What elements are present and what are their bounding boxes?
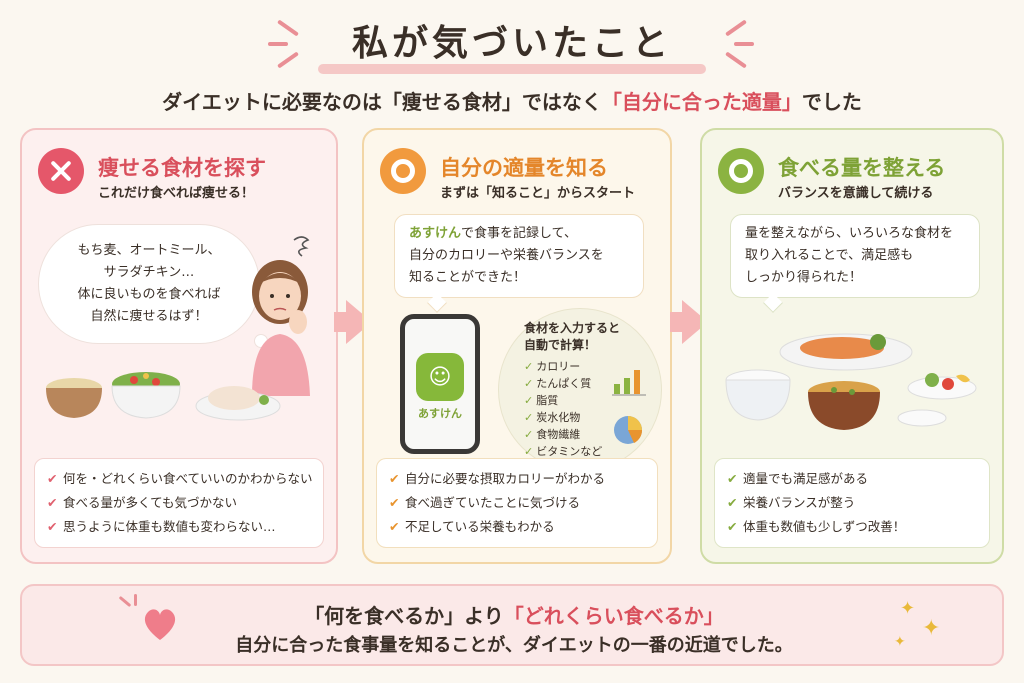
speech-bubble: あすけんで食事を記録して、 自分のカロリーや栄養バランスを 知ることができた！ (394, 214, 644, 298)
app-name: あすけん (418, 407, 462, 420)
list-item: ✔体重も数値も少しずつ改善！ (727, 515, 977, 539)
card-title: 痩せる食材を探す (98, 156, 266, 180)
nutrient-list: ✓カロリー ✓たんぱく質 ✓脂質 ✓炭水化物 ✓食物繊維 ✓ビタミンなど (524, 358, 602, 460)
list-item: ✔適量でも満足感がある (727, 467, 977, 491)
circle-icon (718, 148, 764, 194)
sparkle-icon (268, 42, 288, 46)
list-item: ✔不足している栄養もわかる (389, 515, 645, 539)
thought-line: もち麦、オートミール、 (77, 243, 221, 258)
check-icon: ✔ (389, 495, 400, 510)
subtitle-highlight: 「自分に合った適量」 (601, 90, 802, 114)
problem-checklist: ✔何を・どれくらい食べていいのかわからない ✔食べる量が多くても気づかない ✔思… (34, 458, 324, 548)
thought-line: サラダチキン… (103, 265, 195, 280)
list-item: ✓たんぱく質 (524, 377, 592, 390)
subtitle-suffix: でした (801, 90, 862, 114)
page-title: 私が気づいたこと (351, 23, 672, 64)
check-icon: ✔ (389, 471, 400, 486)
check-icon: ✔ (727, 519, 738, 534)
list-item: ✔栄養バランスが整う (727, 491, 977, 515)
list-item: ✓脂質 (524, 394, 559, 407)
benefit-checklist: ✔自分に必要な摂取カロリーがわかる ✔食べ過ぎていたことに気づける ✔不足してい… (376, 458, 658, 548)
list-item: ✓炭水化物 (524, 411, 581, 424)
card-subtitle: バランスを意識して続ける (778, 186, 934, 201)
check-icon: ✔ (389, 519, 400, 534)
conclusion-banner: 「何を食べるか」より「どれくらい食べるか」 自分に合った食事量を知ることが、ダイ… (20, 584, 1004, 666)
sparkle-icon (134, 594, 137, 606)
check-icon: ✓ (524, 360, 534, 373)
card-wrong-approach: 痩せる食材を探す これだけ食べれば痩せる！ もち麦、オートミール、 サラダチキン… (20, 128, 338, 564)
sparkle-icon (734, 42, 754, 46)
subtitle-prefix: ダイエットに必要なのは「痩せる食材」ではなく (162, 90, 602, 114)
header: 私が気づいたこと ダイエットに必要なのは「痩せる食材」ではなく「自分に合った適量… (0, 0, 1024, 118)
check-icon: ✔ (727, 471, 738, 486)
check-icon: ✔ (47, 519, 58, 534)
balanced-meal-illustration (725, 333, 977, 430)
card-adjust-amount: 食べる量を整える バランスを意識して続ける 量を整えながら、いろいろな食材を 取… (700, 128, 1004, 564)
sparkle-icon: ✦ (922, 616, 941, 641)
arrow-tail (334, 312, 348, 332)
check-icon: ✓ (524, 394, 534, 407)
card-know-your-amount: 自分の適量を知る まずは「知ること」からスタート あすけんで食事を記録して、 自… (362, 128, 672, 564)
title-underline (318, 64, 706, 74)
thought-line: 自然に痩せるはず！ (90, 309, 208, 324)
list-item: ✔思うように体重も数値も変わらない… (47, 515, 311, 539)
page-subtitle: ダイエットに必要なのは「痩せる食材」ではなく「自分に合った適量」でした (0, 86, 1024, 115)
bar-chart-icon (612, 370, 646, 396)
speech-bubble: 量を整えながら、いろいろな食材を 取り入れることで、満足感も しっかり得られた！ (730, 214, 980, 298)
conclusion-line-2: 自分に合った食事量を知ることが、ダイエットの一番の近道でした。 (235, 635, 793, 656)
list-item: ✔食べ過ぎていたことに気づける (389, 491, 645, 515)
conclusion-highlight: 「どれくらい食べるか」 (503, 604, 724, 628)
list-item: ✔自分に必要な摂取カロリーがわかる (389, 467, 645, 491)
circle-icon (380, 148, 426, 194)
sparkle-icon: ✦ (900, 598, 916, 619)
check-icon: ✔ (47, 471, 58, 486)
brand-name: あすけん (409, 226, 462, 241)
app-icon: ☺ (416, 353, 464, 401)
card-title: 自分の適量を知る (440, 156, 608, 180)
list-item: ✔何を・どれくらい食べていいのかわからない (47, 467, 313, 491)
check-icon: ✓ (524, 445, 534, 458)
check-icon: ✓ (524, 428, 534, 441)
list-item: ✔食べる量が多くても気づかない (47, 491, 311, 515)
worried-woman-illustration (252, 236, 310, 396)
conclusion-line-1: 「何を食べるか」より「どれくらい食べるか」 (304, 604, 724, 628)
auto-calc-title: 食材を入力すると 自動で計算！ (524, 321, 621, 352)
smartphone-illustration: ☺ あすけん (400, 314, 480, 454)
thought-bubble: もち麦、オートミール、 サラダチキン… 体に良いものを食べれば 自然に痩せるはず… (38, 224, 260, 344)
result-checklist: ✔適量でも満足感がある ✔栄養バランスが整う ✔体重も数値も少しずつ改善！ (714, 458, 990, 548)
list-item: ✓カロリー (524, 360, 581, 373)
card-title: 食べる量を整える (778, 156, 946, 180)
check-icon: ✓ (524, 377, 534, 390)
check-icon: ✔ (47, 495, 58, 510)
cross-icon (38, 148, 84, 194)
food-illustration (46, 372, 281, 421)
thought-line: 体に良いものを食べれば (77, 287, 221, 302)
arrow-tail (670, 312, 684, 332)
card-subtitle: まずは「知ること」からスタート (440, 186, 636, 201)
sparkle-icon: ✦ (894, 634, 906, 650)
card-subtitle: これだけ食べれば痩せる！ (98, 186, 255, 201)
auto-calc-bubble (498, 308, 662, 472)
heart-icon (144, 609, 176, 640)
check-icon: ✔ (727, 495, 738, 510)
list-item: ✓ビタミンなど (524, 445, 603, 458)
list-item: ✓食物繊維 (524, 428, 581, 441)
pie-chart-icon (614, 416, 643, 444)
check-icon: ✓ (524, 411, 534, 424)
